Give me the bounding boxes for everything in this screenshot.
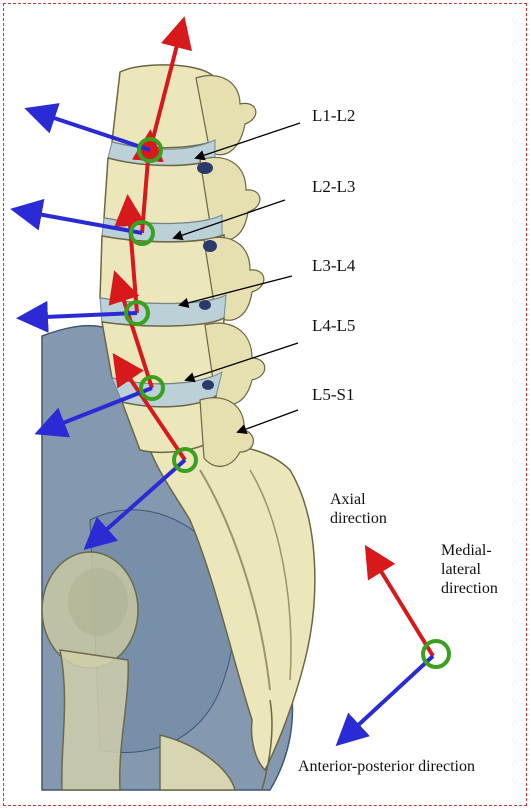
label-l4-l5: L4-L5 xyxy=(312,316,355,336)
label-l5-s1: L5-S1 xyxy=(312,385,355,405)
lumbar-vertebrae xyxy=(100,65,265,467)
legend-label-medial-lateral: Medial-lateral direction xyxy=(441,541,521,598)
legend-label-axial: Axial direction xyxy=(330,490,420,528)
label-l3-l4: L3-L4 xyxy=(312,256,355,276)
label-l1-l2: L1-L2 xyxy=(312,106,355,126)
direction-legend xyxy=(340,550,449,742)
legend-origin-circle xyxy=(423,641,449,667)
leader-l5-s1 xyxy=(238,410,298,432)
legend-ap-arrow xyxy=(340,656,433,742)
label-l2-l3: L2-L3 xyxy=(312,177,355,197)
legend-label-anterior-posterior: Anterior-posterior direction xyxy=(298,757,478,776)
legend-axial-arrow xyxy=(368,550,433,656)
